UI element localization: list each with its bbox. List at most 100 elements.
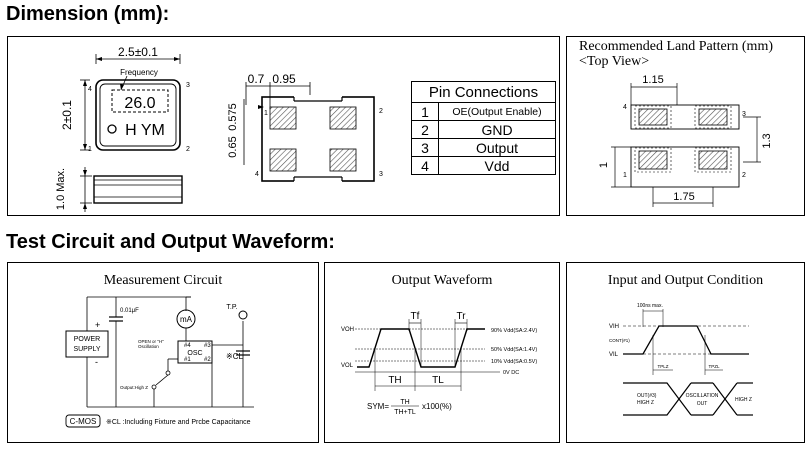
package-pin-4: 4 — [88, 86, 92, 93]
pad-2 — [329, 106, 357, 130]
land-pad-3 — [698, 108, 728, 126]
vih-label: VIH — [609, 324, 619, 330]
io-condition-panel: Input and Output Condition 100ns max. VI… — [566, 262, 805, 443]
vil-label: VIL — [609, 352, 619, 358]
pad-dim-a: 0.7 — [248, 72, 265, 86]
switch-contact-icon — [165, 370, 171, 376]
package-side-view: 1.0 Max. — [55, 167, 183, 212]
land-dim-bottom: 1.75 — [673, 191, 694, 203]
waveform-line — [357, 328, 485, 368]
cl-label: ※CL — [226, 352, 243, 361]
th-label: TH — [388, 375, 401, 386]
oscillation-label: OSCILLATION — [686, 393, 719, 399]
output-waveform-panel: Output Waveform VOH VOL Tf Tr TH TL 90% … — [324, 262, 560, 443]
tplz-label: TPLZ — [657, 364, 668, 369]
plus-sign: + — [95, 320, 100, 330]
vol-label: VOL — [341, 363, 354, 369]
oscillation-out-label: OUT — [697, 401, 708, 407]
pad-3 — [329, 148, 357, 172]
sym-suffix: x100(%) — [422, 402, 452, 411]
pin-signal: OE(Output Enable) — [438, 102, 556, 121]
io-condition-drawing: 100ns max. VIH VIL CONT(#1) TPLZ TPZL OU… — [609, 303, 753, 416]
power-supply-label-2: SUPPLY — [73, 346, 100, 353]
voh-label: VOH — [341, 327, 354, 333]
pin1-marker-icon — [107, 124, 117, 134]
tp-label: T.P. — [226, 304, 237, 311]
output-waveform-title: Output Waveform — [391, 273, 493, 288]
land-pin-4: 4 — [623, 104, 627, 111]
pin-signal: Vdd — [438, 156, 556, 175]
output-waveform-drawing: VOH VOL Tf Tr TH TL 90% Vdd(SA:2.4V) 50%… — [341, 311, 537, 416]
high-z-label: HIGH Z — [735, 397, 752, 403]
control-waveform — [623, 325, 749, 355]
pad-dim-d: 0.65 — [227, 136, 239, 157]
land-pattern-drawing: 1.15 4 3 2 1 1.3 1 1.75 — [598, 74, 773, 207]
pin-connections-title: Pin Connections — [411, 81, 556, 103]
osc-label: OSC — [187, 350, 202, 357]
sym-denominator: TH+TL — [394, 409, 416, 416]
thickness-label: 1.0 Max. — [55, 168, 67, 210]
dimension-panel: 2.5±0.1 2±0.1 Frequency 26.0 H YM 4 3 1 … — [7, 36, 560, 216]
osc-pin-4: #4 — [184, 343, 191, 349]
land-pattern-subtitle: <Top View> — [579, 54, 650, 69]
osc-pin-2: #2 — [204, 357, 211, 363]
osc-pin-1: #1 — [184, 357, 191, 363]
table-row: 1 OE(Output Enable) — [411, 102, 556, 121]
land-dim-left: 1 — [598, 162, 610, 168]
power-supply-box — [65, 330, 109, 358]
land-pin-2: 2 — [742, 172, 746, 179]
land-dim-right: 1.3 — [761, 133, 773, 148]
package-pin-1: 1 — [88, 146, 92, 153]
power-supply-label-1: POWER — [74, 336, 100, 343]
land-pattern-title: Recommended Land Pattern (mm) — [579, 39, 773, 54]
land-pad-2 — [698, 150, 728, 170]
pad-pin-3: 3 — [379, 171, 383, 178]
land-pad-4 — [638, 108, 668, 126]
cmos-label: C-MOS — [70, 417, 97, 426]
dimension-heading: Dimension (mm): — [6, 3, 170, 25]
package-pin-3: 3 — [186, 82, 190, 89]
pin-connections-table: Pin Connections 1 OE(Output Enable) 2 GN… — [411, 81, 556, 175]
io-condition-title: Input and Output Condition — [607, 273, 764, 288]
frequency-label: Frequency — [120, 68, 158, 77]
tf-label: Tf — [411, 311, 420, 322]
tpzl-label: TPZL — [708, 364, 719, 369]
switch-label-1: OPEN or "H" — [138, 339, 164, 344]
pad-4 — [269, 148, 297, 172]
oscillator-box — [177, 340, 213, 364]
output-high-z-label: Output:High Z — [120, 385, 148, 390]
pad-pin-4: 4 — [255, 171, 259, 178]
table-row: 4 Vdd — [411, 156, 556, 175]
switch-contact-icon — [151, 384, 157, 390]
package-top-view: 2.5±0.1 2±0.1 Frequency 26.0 H YM 4 3 1 … — [60, 45, 190, 153]
land-pin-3: 3 — [742, 111, 746, 118]
package-width-label: 2.5±0.1 — [118, 45, 158, 59]
land-dim-top: 1.15 — [642, 74, 663, 86]
out-label: OUT(#3) — [637, 393, 657, 399]
cap-label: 0.01μF — [120, 308, 139, 314]
pin-signal: GND — [438, 120, 556, 139]
out-high-z-label: HIGH Z — [637, 400, 654, 406]
pad-pin-1: 1 — [264, 110, 268, 117]
test-point-icon — [238, 310, 248, 320]
frequency-value: 26.0 — [124, 95, 155, 112]
pin-signal: Output — [438, 138, 556, 157]
land-pad-1 — [638, 150, 668, 170]
pad-dim-c: 0.575 — [227, 103, 239, 131]
osc-pin-3: #3 — [204, 343, 211, 349]
cont-label: CONT(#1) — [609, 338, 630, 343]
land-pattern-panel: Recommended Land Pattern (mm) <Top View>… — [566, 36, 805, 216]
table-row: 2 GND — [411, 120, 556, 139]
ammeter-label: mA — [180, 315, 193, 324]
level-50-label: 50% Vdd(SA:1.4V) — [491, 347, 537, 353]
level-0-label: 0V DC — [503, 370, 519, 376]
pin-number: 1 — [411, 102, 439, 121]
minus-sign: - — [95, 357, 98, 367]
measurement-title: Measurement Circuit — [103, 273, 223, 288]
pad-pin-2: 2 — [379, 108, 383, 115]
cmos-badge — [65, 414, 101, 428]
package-height-label: 2±0.1 — [60, 100, 74, 130]
pad-dim-b: 0.95 — [272, 72, 296, 86]
pad-view: 0.7 0.95 0.575 0.65 1 2 3 — [227, 72, 383, 183]
land-pin-1: 1 — [623, 172, 627, 179]
